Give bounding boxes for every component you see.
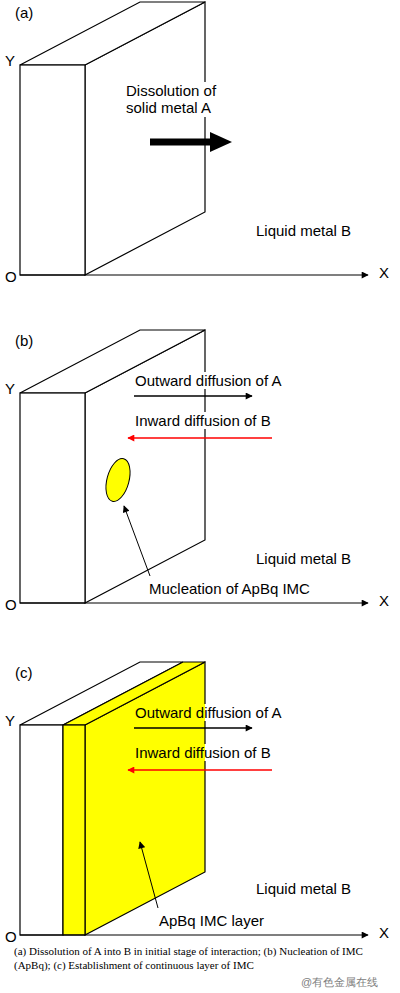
figure-caption: (a) Dissolution of A into B in initial s… xyxy=(14,944,386,973)
axis-name: Y xyxy=(4,712,16,729)
panel-a xyxy=(20,2,368,275)
callout-label: Mucleation of ApBq IMC xyxy=(148,580,311,597)
origin-label: O xyxy=(4,596,18,613)
panel-c xyxy=(20,662,368,935)
panel-letter: (c) xyxy=(14,664,34,681)
process-label: Outward diffusion of A xyxy=(134,372,282,389)
region-label: Liquid metal B xyxy=(255,880,352,897)
slab-top-face xyxy=(20,2,205,65)
slab-front-face xyxy=(20,65,85,275)
panel-letter: (b) xyxy=(14,332,34,349)
origin-label: O xyxy=(4,268,18,285)
imc-layer-front xyxy=(63,725,85,935)
axis-name: X xyxy=(378,924,390,941)
region-label: Liquid metal B xyxy=(255,222,352,239)
process-label: Inward diffusion of B xyxy=(134,744,272,761)
process-label: Dissolution of solid metal A xyxy=(125,82,227,117)
x-axis xyxy=(20,934,368,935)
panel-letter: (a) xyxy=(14,4,34,21)
axis-name: X xyxy=(378,592,390,609)
callout-label: ApBq IMC layer xyxy=(158,912,265,929)
process-label: Inward diffusion of B xyxy=(134,412,272,429)
axis-name: Y xyxy=(4,52,16,69)
inward-arrow xyxy=(128,769,272,771)
axis-name: X xyxy=(378,264,390,281)
region-label: Liquid metal B xyxy=(255,550,352,567)
watermark: @有色金属在线 xyxy=(300,976,379,989)
panel-b xyxy=(20,330,368,603)
dissolution-arrowhead xyxy=(210,132,232,152)
slab-front-face xyxy=(20,393,85,603)
leader-line xyxy=(140,842,158,908)
x-axis xyxy=(20,274,368,275)
leader-line xyxy=(124,506,150,576)
imc-nucleus xyxy=(102,456,135,504)
outward-arrow xyxy=(134,727,252,728)
outward-arrow xyxy=(134,395,252,396)
slab-front-face xyxy=(20,725,63,935)
process-label: Outward diffusion of A xyxy=(134,704,282,721)
inward-arrow xyxy=(128,437,272,439)
x-axis xyxy=(20,602,368,603)
dissolution-arrow xyxy=(150,139,212,146)
axis-name: Y xyxy=(4,380,16,397)
origin-label: O xyxy=(4,928,18,945)
